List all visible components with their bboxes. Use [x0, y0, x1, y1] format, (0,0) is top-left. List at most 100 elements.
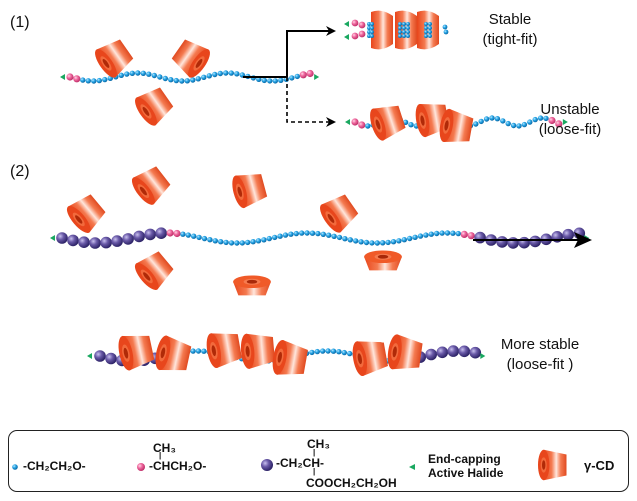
pmma-bead — [144, 228, 156, 241]
cyclodextrin-ring — [204, 328, 243, 370]
peo-bead — [390, 239, 397, 245]
ppo-bead — [358, 21, 366, 29]
peo-bead — [412, 234, 418, 240]
peo-bead — [80, 77, 86, 83]
ppo-bead — [166, 229, 174, 237]
peo-bead — [218, 239, 224, 245]
peo-bead — [184, 78, 190, 84]
legend-peo-label: -CH₂CH₂O- — [23, 459, 86, 473]
peo-bead — [326, 232, 332, 238]
peo-bead — [294, 73, 300, 80]
peo-bead — [223, 70, 229, 76]
peo-bead — [255, 238, 262, 244]
pmma-bead — [474, 231, 486, 244]
section-label-2: (2) — [10, 163, 30, 180]
peo-bead — [406, 26, 410, 30]
peo-bead — [201, 235, 208, 242]
ppo-bead — [351, 32, 359, 40]
cyclodextrin-ring — [417, 10, 439, 50]
peo-bead — [358, 239, 364, 245]
stable-tight-fit-complex — [344, 10, 449, 50]
legend-pmma-bond-top: | — [313, 448, 316, 457]
peo-bead — [91, 78, 97, 84]
more-stable-complex — [87, 328, 486, 380]
peo-bead — [402, 119, 409, 126]
peo-bead — [140, 70, 146, 77]
peo-bead — [402, 34, 406, 38]
peo-bead — [217, 70, 223, 77]
peo-bead — [195, 76, 201, 82]
peo-bead — [151, 72, 157, 79]
legend-pmma-bond-bottom: | — [313, 467, 316, 476]
branch-arrows — [243, 26, 336, 127]
end-cap-triangle — [60, 74, 65, 80]
peo-bead — [206, 73, 212, 79]
peo-bead — [369, 240, 375, 246]
cyclodextrin-ring — [371, 10, 393, 50]
peo-bead — [102, 76, 108, 83]
peo-bead — [331, 233, 337, 239]
pmma-bead — [78, 236, 90, 248]
cyclodextrin-ring — [131, 247, 177, 294]
peo-bead — [367, 22, 371, 26]
pmma-bead — [133, 230, 145, 243]
peo-bead — [527, 119, 533, 125]
stable-subtitle: (tight-fit) — [482, 31, 538, 48]
peo-bead — [135, 70, 141, 76]
peo-bead — [505, 120, 511, 127]
peo-bead — [157, 74, 163, 80]
pmma-bead — [425, 348, 438, 361]
peo-ppo-chain-1 — [60, 69, 320, 84]
end-cap-triangle — [314, 74, 320, 80]
peo-bead — [267, 78, 273, 84]
peo-bead — [367, 30, 371, 34]
legend-endcap-label2: Active Halide — [428, 466, 504, 480]
legend-pmma-label: -CH₂CH- — [276, 456, 324, 470]
cyclodextrin-ring — [366, 100, 408, 143]
pmma-bead — [573, 227, 586, 240]
peo-bead — [288, 231, 294, 237]
end-cap-triangle — [345, 119, 350, 125]
peo-bead — [473, 121, 479, 127]
peo-bead — [234, 240, 240, 246]
peo-bead — [250, 239, 256, 245]
peo-bead — [483, 116, 490, 122]
peo-bead — [320, 348, 326, 354]
pmma-bead — [105, 352, 117, 365]
pmma-peo-ppo-chain — [50, 227, 590, 249]
pmma-bead — [67, 234, 79, 247]
peo-bead — [195, 348, 202, 354]
ppo-bead — [460, 230, 468, 238]
peo-bead — [299, 230, 305, 236]
pmma-bead — [100, 236, 112, 249]
cyclodextrin-ring — [350, 336, 389, 378]
peo-bead — [207, 237, 213, 243]
peo-bead — [342, 236, 348, 242]
peo-bead — [532, 116, 538, 123]
legend-box — [8, 430, 629, 492]
end-cap-triangle — [344, 34, 349, 40]
peo-bead — [96, 77, 103, 84]
peo-bead — [444, 230, 451, 236]
arrow-unstable-dashed — [286, 77, 336, 127]
ppo-bead — [73, 75, 81, 83]
peo-bead — [239, 240, 245, 246]
peo-bead — [289, 75, 295, 81]
peo-bead — [314, 348, 320, 355]
peo-bead — [330, 348, 337, 354]
peo-bead — [353, 238, 359, 244]
peo-bead — [266, 235, 272, 242]
peo-bead — [396, 238, 402, 244]
pmma-bead — [155, 227, 167, 239]
peo-bead — [398, 34, 402, 38]
peo-bead — [196, 234, 202, 241]
peo-bead — [385, 239, 391, 246]
end-cap-triangle — [480, 353, 486, 359]
peo-bead — [516, 123, 522, 129]
ppo-bead — [351, 118, 359, 126]
peo-bead — [450, 230, 456, 236]
legend-pmma-bottom: COOCH₂CH₂OH — [306, 476, 397, 490]
cyclodextrin-ring — [152, 334, 193, 376]
ppo-bead — [66, 73, 74, 81]
